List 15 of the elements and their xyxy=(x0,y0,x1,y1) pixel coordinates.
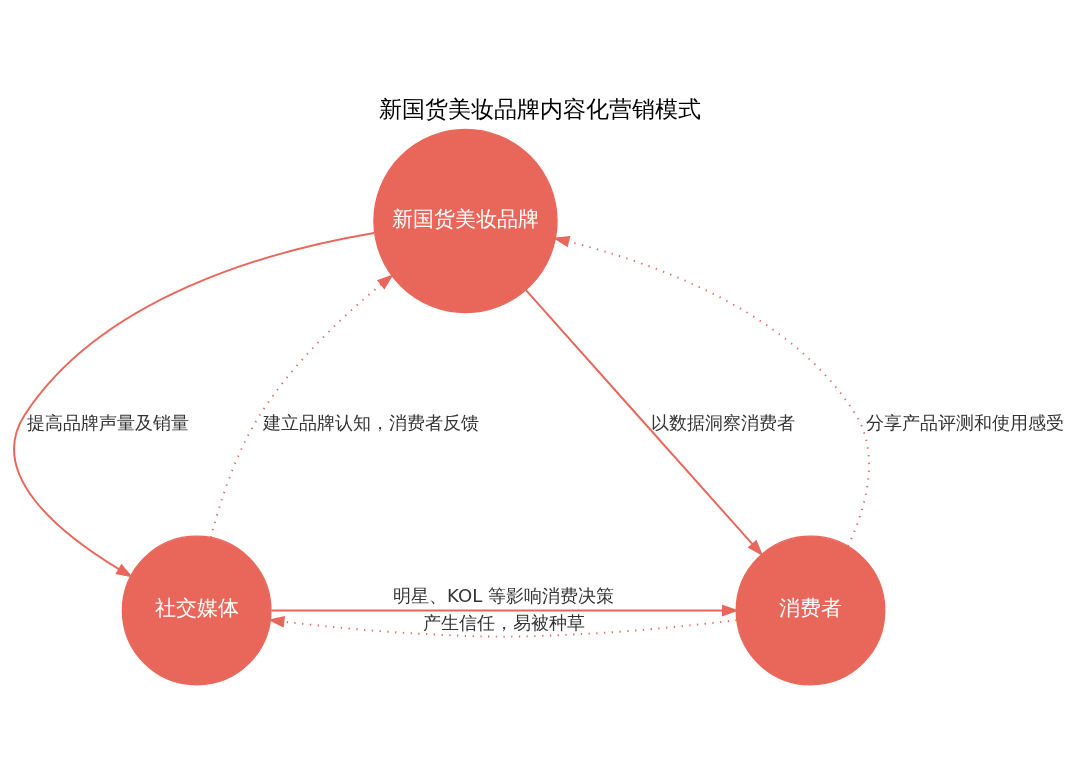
node-circle: 社交媒体 xyxy=(121,535,272,686)
arrow xyxy=(525,289,764,557)
edge-label: 以数据洞察消费者 xyxy=(651,412,796,434)
edge-label: 建立品牌认知，消费者反馈 xyxy=(263,412,480,434)
arrow xyxy=(267,615,738,638)
edge-label: 提高品牌声量及销量 xyxy=(27,412,190,434)
edge-label: 分享产品评测和使用感受 xyxy=(865,412,1064,434)
arrow xyxy=(552,235,870,548)
arrow xyxy=(209,274,394,539)
arrow xyxy=(13,232,376,578)
node-circle: 消费者 xyxy=(735,535,886,686)
edge-label: 明星、KOL 等影响消费决策 xyxy=(393,584,615,606)
edge-label: 产生信任，易被种草 xyxy=(422,611,585,633)
diagram-title: 新国货美妆品牌内容化营销模式 xyxy=(379,94,701,122)
arrow xyxy=(270,604,739,617)
